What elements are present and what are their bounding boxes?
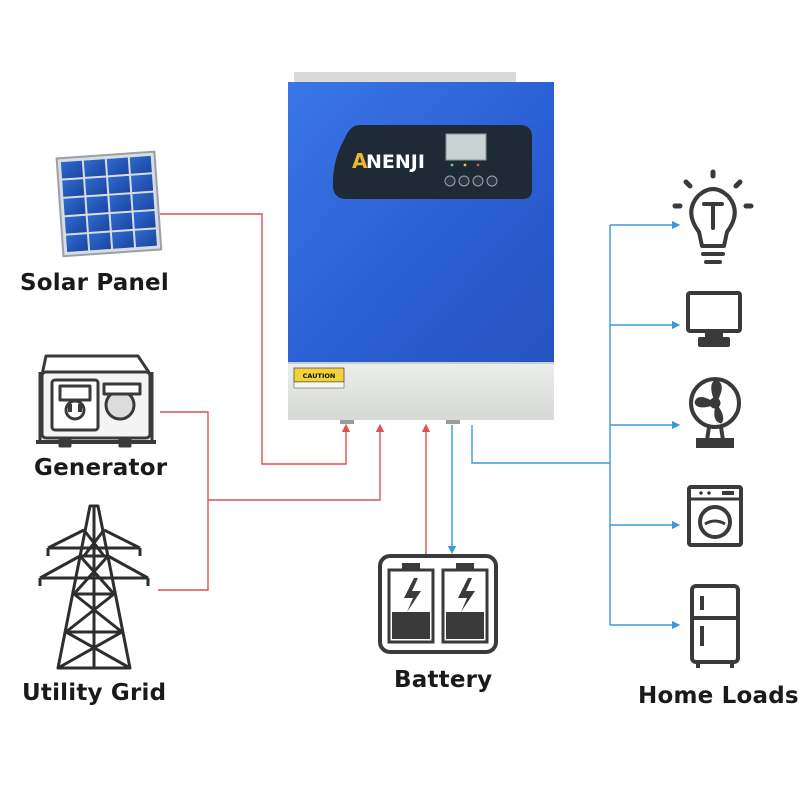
solar-cell xyxy=(85,177,108,196)
output-connections xyxy=(447,220,681,630)
inverter-top-lid xyxy=(294,72,516,84)
led-indicator xyxy=(450,163,454,167)
solar-panel-icon xyxy=(55,150,163,258)
solar-cell xyxy=(108,175,131,194)
solar-cell xyxy=(106,157,129,176)
home-loads-label: Home Loads xyxy=(638,683,799,709)
solar-cell xyxy=(129,155,152,174)
solar-cell xyxy=(111,230,135,249)
washing-machine-icon xyxy=(687,485,743,547)
solar-cell xyxy=(86,195,109,214)
utility-grid-label: Utility Grid xyxy=(22,680,167,706)
generator-connection-line xyxy=(208,423,385,501)
brand-logo: A NENJI xyxy=(352,149,425,173)
inverter-button[interactable] xyxy=(444,175,456,187)
generator-icon xyxy=(36,354,156,448)
led-indicator xyxy=(463,163,467,167)
solar-cell xyxy=(133,210,156,229)
fan-icon xyxy=(689,377,741,448)
solar-cell xyxy=(66,234,89,252)
solar-cell xyxy=(60,160,83,179)
generator-label: Generator xyxy=(34,455,168,481)
solar-connection-line xyxy=(160,213,351,465)
refrigerator-icon xyxy=(690,584,740,668)
generator-grid-bus-line xyxy=(158,411,209,591)
solar-cell xyxy=(134,229,157,248)
caution-sticker: CAUTION xyxy=(293,367,345,389)
inverter-button[interactable] xyxy=(458,175,470,187)
solar-cell xyxy=(109,194,132,213)
solar-cell xyxy=(132,192,155,211)
inverter-button[interactable] xyxy=(486,175,498,187)
solar-cell xyxy=(64,215,87,234)
solar-panel-label: Solar Panel xyxy=(20,270,169,296)
led-indicator xyxy=(476,163,480,167)
inverter-body xyxy=(288,82,554,364)
solar-cell xyxy=(87,214,110,233)
battery-label: Battery xyxy=(394,667,493,693)
solar-cell xyxy=(110,212,133,231)
solar-cell xyxy=(131,174,154,193)
brand-logo-letter: A xyxy=(352,149,368,173)
solar-cell xyxy=(88,232,112,251)
solar-cell xyxy=(63,197,86,216)
inverter-button[interactable] xyxy=(472,175,484,187)
input-connections xyxy=(158,213,431,591)
inverter: CAUTION A NENJI xyxy=(288,72,554,424)
brand-name: NENJI xyxy=(366,151,425,173)
inverter-output-line xyxy=(471,425,610,464)
lcd-screen xyxy=(445,133,487,161)
solar-cell xyxy=(62,179,85,197)
monitor-icon xyxy=(686,291,742,347)
caution-text: CAUTION xyxy=(303,372,336,380)
light-bulb-icon xyxy=(672,169,754,264)
transmission-tower-icon xyxy=(38,504,150,670)
battery-icon xyxy=(378,554,498,654)
solar-cell xyxy=(83,159,106,177)
